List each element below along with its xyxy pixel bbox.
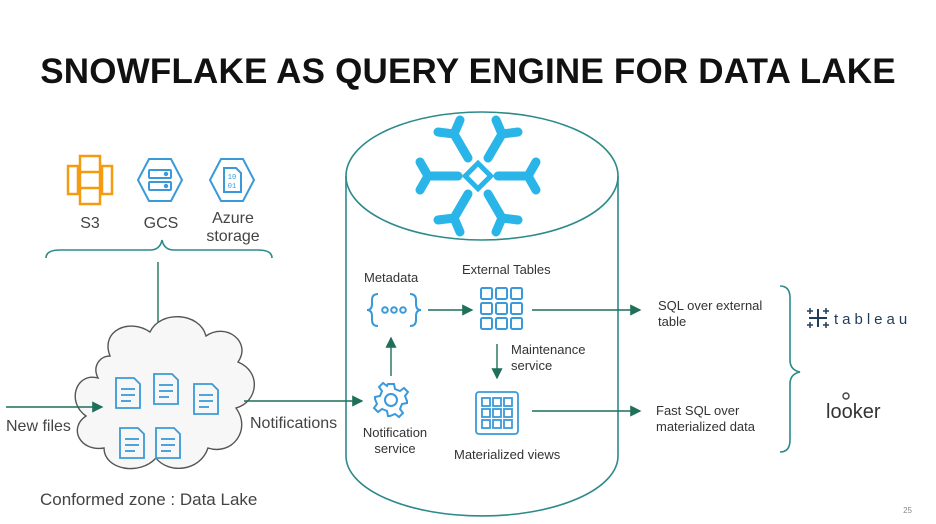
maintenance-service-label: Maintenance service bbox=[511, 342, 586, 373]
fast-sql-label: Fast SQL over materialized data bbox=[656, 403, 755, 434]
snowflake-logo-icon bbox=[415, 115, 541, 237]
document-icon bbox=[155, 427, 181, 459]
metadata-label: Metadata bbox=[364, 270, 419, 285]
document-icon bbox=[115, 377, 141, 409]
azure-storage-icon: 10 01 bbox=[208, 158, 256, 202]
svg-text:10: 10 bbox=[228, 174, 236, 182]
svg-text:01: 01 bbox=[228, 183, 236, 191]
materialized-views-label: Materialized views bbox=[454, 447, 561, 462]
s3-icon bbox=[66, 154, 114, 206]
page-number: 25 bbox=[903, 506, 912, 515]
notifications-label: Notifications bbox=[250, 415, 338, 432]
document-icon bbox=[119, 427, 145, 459]
document-icon bbox=[153, 373, 179, 405]
snowflake-cylinder bbox=[345, 111, 619, 517]
notification-service-label: Notification service bbox=[362, 425, 428, 456]
looker-logo-icon bbox=[842, 392, 850, 400]
metadata-icon bbox=[366, 293, 422, 327]
gear-icon bbox=[372, 381, 410, 419]
page-title: SNOWFLAKE AS QUERY ENGINE FOR DATA LAKE bbox=[40, 52, 896, 91]
s3-label: S3 bbox=[80, 215, 100, 232]
materialized-views-icon bbox=[475, 391, 519, 435]
tableau-logo-icon bbox=[807, 308, 829, 328]
document-icon bbox=[193, 383, 219, 415]
azure-storage-label: Azure storage bbox=[206, 210, 260, 245]
tools-brace bbox=[779, 285, 801, 453]
looker-wordmark: looker bbox=[826, 401, 881, 423]
storage-brace bbox=[45, 239, 273, 259]
external-tables-icon bbox=[480, 287, 523, 330]
external-tables-label: External Tables bbox=[462, 262, 551, 277]
gcs-icon bbox=[136, 158, 184, 202]
document-icons bbox=[115, 373, 219, 459]
tableau-wordmark: tableau bbox=[834, 311, 911, 328]
gcs-label: GCS bbox=[143, 215, 179, 232]
new-files-label: New files bbox=[6, 418, 71, 435]
sql-external-label: SQL over external table bbox=[658, 298, 763, 329]
data-lake-label: Conformed zone : Data Lake bbox=[40, 490, 258, 509]
